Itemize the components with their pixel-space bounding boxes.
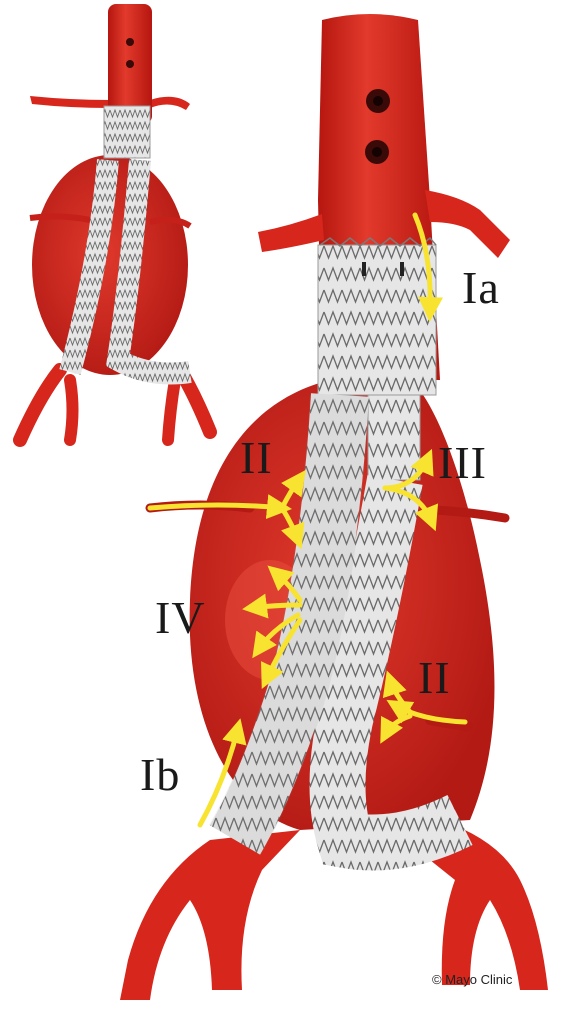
inset-overview [20, 4, 210, 440]
label-type-ib: Ib [140, 752, 180, 798]
left-renal-artery [258, 214, 324, 252]
arrow-type-iv-b [252, 605, 300, 608]
main-illustration [120, 14, 548, 1000]
left-iliac-artery [120, 830, 300, 1000]
label-type-iv: IV [155, 595, 206, 641]
label-type-ia: Ia [462, 265, 500, 311]
label-type-ii-upper: II [240, 435, 273, 481]
copyright-credit: © Mayo Clinic [432, 972, 512, 987]
right-renal-artery [425, 190, 510, 258]
label-type-iii: III [438, 440, 487, 486]
label-type-ii-lower: II [418, 655, 451, 701]
stent-main-body [318, 245, 436, 395]
